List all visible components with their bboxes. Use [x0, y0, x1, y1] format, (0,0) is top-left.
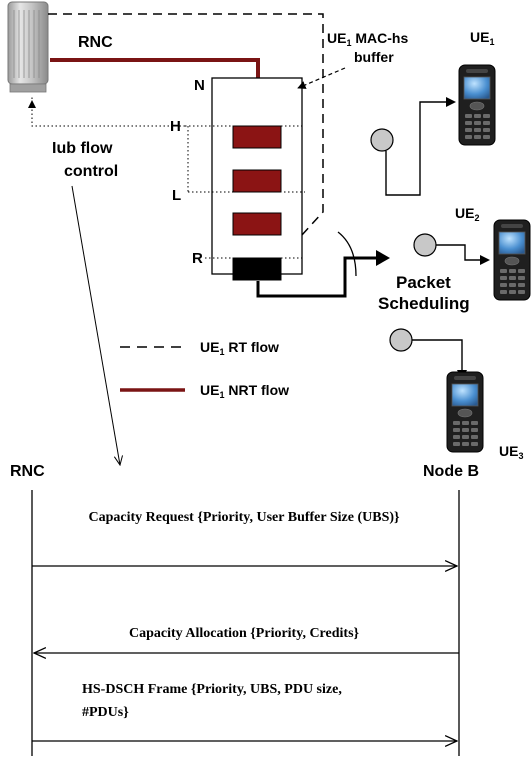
scheduler-circle-ue1	[370, 128, 394, 152]
server-icon	[7, 1, 49, 93]
ue3-link	[412, 339, 463, 372]
ue1-arrowhead	[446, 97, 456, 107]
iub-arrowhead	[28, 100, 36, 108]
packet-scheduling-line1: Packet	[396, 273, 451, 292]
legend-nrt-label: UE1 NRT flow	[200, 382, 289, 400]
buffer-pointer	[297, 67, 346, 89]
scheduler-arc	[337, 231, 357, 277]
seq-left-entity: RNC	[10, 463, 45, 480]
mobile-phone-icon	[458, 64, 496, 146]
iub-pointer	[71, 185, 120, 465]
ue1-link	[385, 101, 448, 196]
queue-packet	[232, 212, 282, 236]
threshold-r: R	[192, 250, 203, 267]
ue2-label: UE2	[455, 205, 479, 223]
threshold-lines	[31, 95, 305, 259]
seq-right-entity: Node B	[423, 463, 479, 480]
ue1-label: UE1	[470, 29, 494, 47]
ue2-arrowhead	[480, 255, 490, 265]
iub-label-line2: control	[64, 163, 118, 180]
scheduler-circle-ue2	[413, 233, 437, 257]
mobile-phone-icon	[493, 219, 531, 301]
seq-message-text-line2: #PDUs}	[82, 705, 129, 720]
rt-packet	[232, 257, 282, 281]
scheduler-arrowhead	[376, 250, 390, 266]
rt-flow-path	[48, 13, 324, 261]
scheduler-output	[256, 256, 378, 298]
ue3-label: UE3	[499, 443, 523, 461]
threshold-l: L	[172, 187, 181, 204]
threshold-n: N	[194, 77, 205, 94]
packet-scheduling-line2: Scheduling	[378, 294, 470, 313]
queue-packet	[232, 125, 282, 149]
threshold-h: H	[170, 118, 181, 135]
queue-packet	[232, 169, 282, 193]
legend-rt-label: UE1 RT flow	[200, 339, 279, 357]
ue2-link	[436, 244, 482, 261]
rnc-label: RNC	[78, 34, 113, 51]
mobile-phone-icon	[446, 371, 484, 453]
buffer-label-line2: buffer	[354, 49, 394, 65]
buffer-label-line1: UE1 MAC-hs	[327, 30, 408, 48]
scheduler-circle-ue3	[389, 328, 413, 352]
iub-label-line1: Iub flow	[52, 140, 113, 157]
seq-message-text: Capacity Request {Priority, User Buffer …	[88, 510, 400, 525]
seq-message-text-line1: HS-DSCH Frame {Priority, UBS, PDU size,	[82, 682, 342, 697]
seq-message-text: Capacity Allocation {Priority, Credits}	[129, 626, 360, 641]
